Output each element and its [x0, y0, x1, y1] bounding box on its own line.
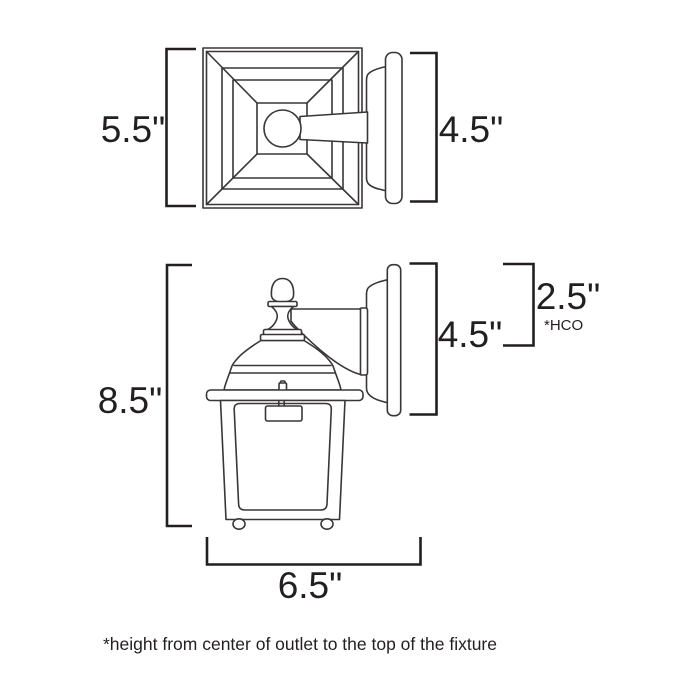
wall-mount-top-drawing — [263, 51, 403, 205]
top-view-depth-bracket — [410, 51, 438, 203]
side-view-outlet-bracket — [503, 262, 535, 347]
finial-base-lower — [259, 333, 306, 342]
side-view-depth-bracket — [409, 262, 438, 416]
roof-ridge-top-left — [205, 50, 258, 104]
side-view-height-bracket — [165, 263, 192, 528]
foot-right — [320, 517, 334, 530]
mount-canopy-top — [365, 65, 388, 192]
side-view-height-label: 8.5" — [98, 380, 163, 421]
mount-backplate-top — [384, 51, 403, 205]
top-view: 5.5" 4.5" — [101, 47, 504, 209]
glass-panel — [233, 402, 333, 511]
socket-block — [264, 405, 303, 422]
roof-ridge-bottom-left — [205, 153, 258, 206]
footnote-text: *height from center of outlet to the top… — [103, 634, 497, 654]
roof-ridge-bottom-right — [306, 153, 360, 206]
top-view-height-label: 5.5" — [101, 109, 166, 150]
side-view-width-bracket — [205, 537, 422, 566]
mount-arm-top — [299, 111, 369, 144]
side-view-outlet-abbr-label: *HCO — [544, 317, 583, 334]
finial-top — [263, 109, 302, 148]
wall-mount-side-drawing — [290, 263, 402, 417]
side-view-width-label: 6.5" — [278, 565, 343, 606]
roof-ridge-top-right — [306, 50, 360, 104]
side-view-depth-label: 4.5" — [438, 314, 503, 355]
lantern-body — [219, 399, 346, 521]
lantern-rim — [205, 389, 364, 402]
mount-canopy-side — [365, 278, 390, 404]
side-view-outlet-height-label: 2.5" — [536, 276, 601, 317]
side-view: 8.5" 4.5" 2.5" *HCO 6.5" — [98, 262, 601, 606]
top-view-height-bracket — [165, 47, 196, 208]
finial-acorn — [270, 277, 295, 303]
foot-left — [232, 517, 246, 530]
top-view-depth-label: 4.5" — [439, 109, 504, 150]
mount-backplate-side — [386, 263, 402, 417]
lantern-side-drawing — [205, 277, 364, 530]
